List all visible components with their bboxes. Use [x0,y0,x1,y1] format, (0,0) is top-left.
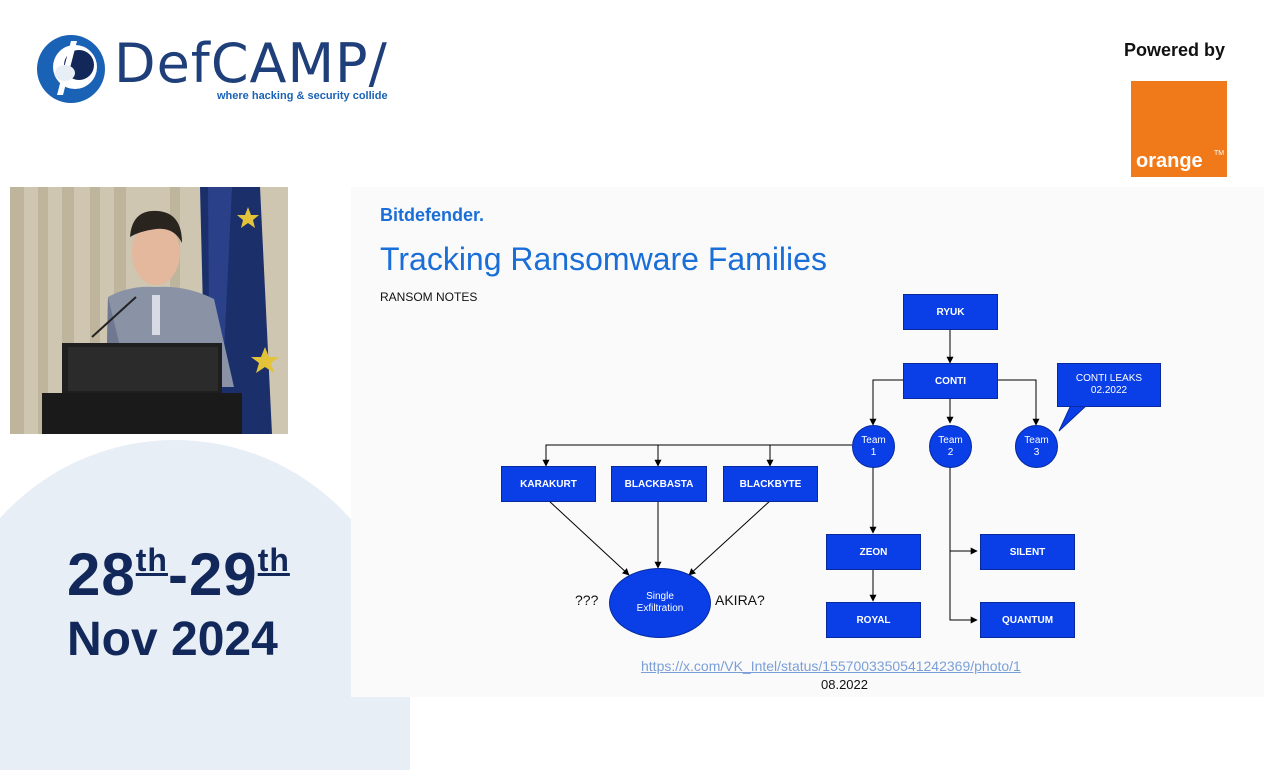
single-exfil-line2: Exfiltration [636,603,684,614]
node-royal: ROYAL [826,602,921,638]
defcamp-logo-icon [37,35,105,103]
orange-logo-text: orange [1136,150,1203,172]
slide-title: Tracking Ransomware Families [380,241,827,277]
node-team-2: Team 2 [929,425,972,468]
day-start-suffix: th [135,542,168,578]
defcamp-wordmark: DefCAMP/ [114,32,388,95]
single-exfil-line1: Single [646,591,674,602]
diagram-connectors [542,328,1089,624]
node-blackbasta: BLACKBASTA [611,466,707,502]
team2-number: 2 [947,446,954,458]
node-quantum: QUANTUM [980,602,1075,638]
source-date: 08.2022 [821,677,868,692]
speaker-video [10,187,288,434]
node-team-1: Team 1 [852,425,895,468]
event-date-month-year: Nov 2024 [67,613,278,666]
node-zeon: ZEON [826,534,921,570]
day-end-suffix: th [257,542,290,578]
speaker-photo [10,187,288,434]
presentation-slide: Bitdefender. Tracking Ransomware Familie… [351,187,1264,697]
team3-label: Team [1024,434,1049,446]
team2-label: Team [938,434,963,446]
conti-leaks-label: CONTI LEAKS [1075,373,1143,384]
day-end: 29 [188,541,258,608]
node-blackbyte: BLACKBYTE [723,466,818,502]
defcamp-tagline: where hacking & security collide [217,90,388,102]
node-single-exfiltration: Single Exfiltration [609,568,711,638]
orange-logo: orange TM [1131,81,1227,177]
node-conti: CONTI [903,363,998,399]
node-karakurt: KARAKURT [501,466,596,502]
day-start: 28 [67,541,136,608]
powered-by-label: Powered by [1124,40,1226,60]
date-separator: - [167,541,189,608]
node-ryuk: RYUK [903,294,998,330]
bitdefender-logo: Bitdefender. [380,205,485,225]
conti-leaks-date: 02.2022 [1090,385,1128,396]
team3-number: 3 [1033,446,1040,458]
team1-label: Team [861,434,886,446]
node-team-3: Team 3 [1015,425,1058,468]
node-silent: SILENT [980,534,1075,570]
label-akira: AKIRA? [715,592,765,608]
source-link[interactable]: https://x.com/VK_Intel/status/1557003350… [641,658,1021,674]
event-date-days: 28th-29th [67,540,290,619]
team1-number: 1 [870,446,877,458]
orange-logo-tm: TM [1214,150,1225,157]
node-conti-leaks: CONTI LEAKS 02.2022 [1057,363,1161,407]
label-unknown: ??? [575,592,599,608]
slide-subtitle: RANSOM NOTES [380,290,478,304]
